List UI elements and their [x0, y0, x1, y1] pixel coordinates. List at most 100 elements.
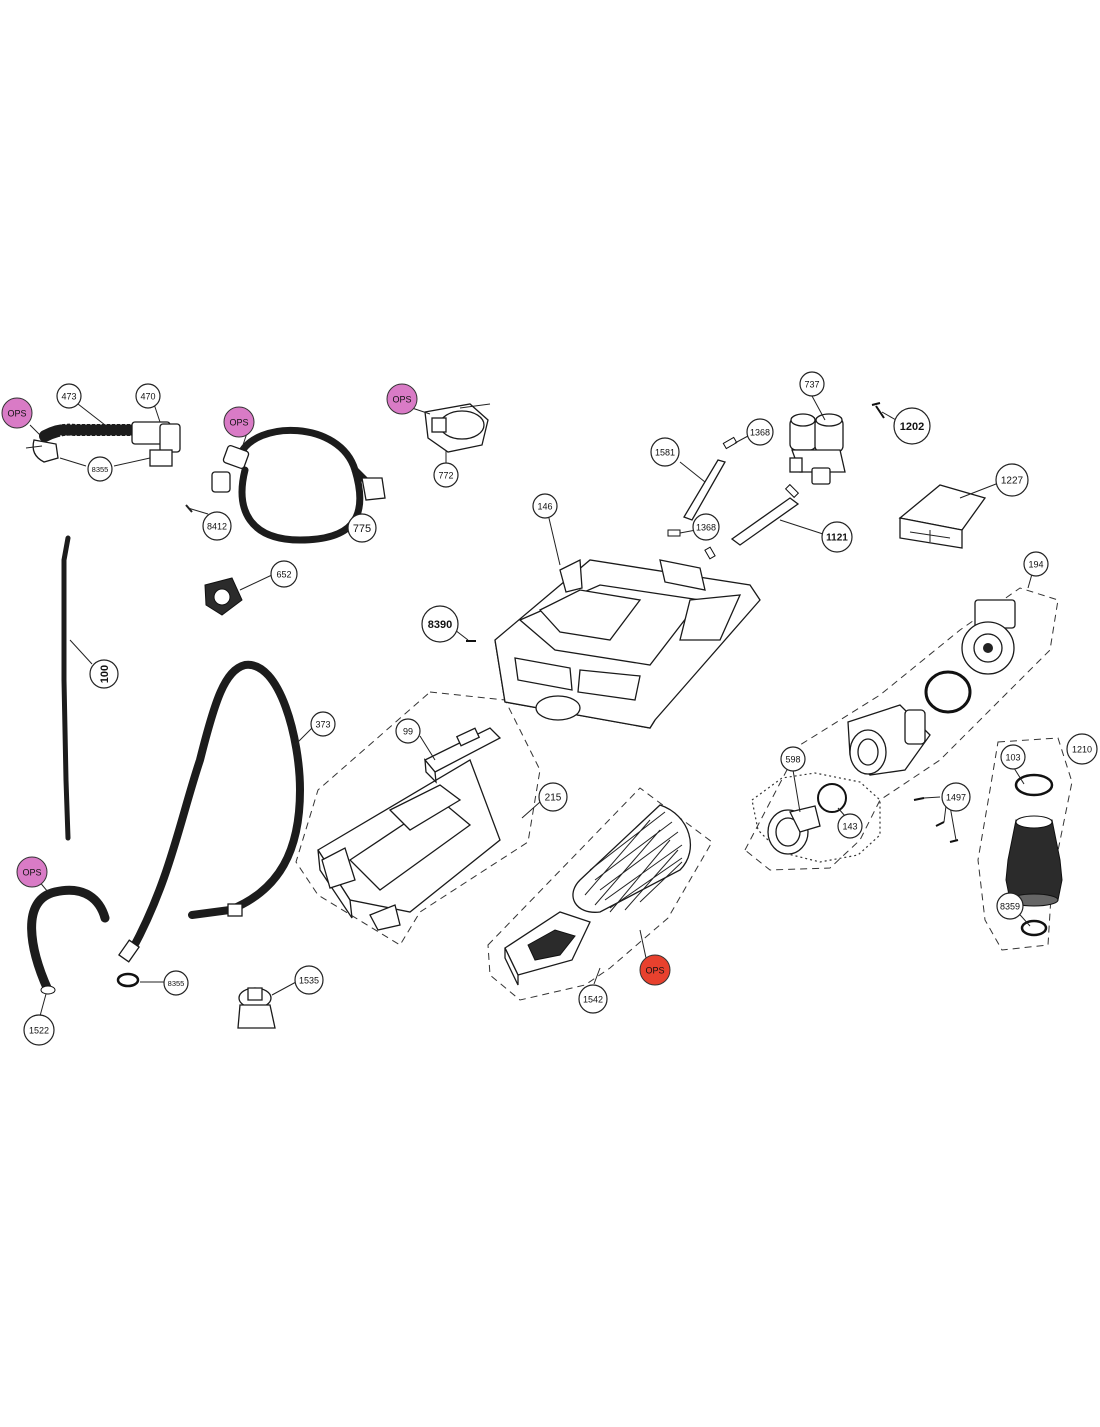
- callout-8355[interactable]: 8355: [87, 456, 113, 482]
- svg-text:1522: 1522: [29, 1026, 49, 1036]
- mesh-filter-part: [572, 804, 691, 913]
- callout-215[interactable]: 215: [538, 782, 568, 812]
- tube-parts: [667, 436, 800, 560]
- svg-text:373: 373: [315, 720, 330, 730]
- ops-badge[interactable]: OPS: [386, 383, 418, 415]
- callout-470[interactable]: 470: [135, 383, 161, 409]
- group-outline-99-215: [295, 691, 541, 946]
- drain-hose-elbow-part: [25, 421, 181, 467]
- svg-text:1581: 1581: [655, 448, 675, 458]
- callout-1210[interactable]: 1210: [1066, 733, 1098, 765]
- callout-1497[interactable]: 1497: [941, 782, 971, 812]
- callout-1581[interactable]: 1581: [650, 437, 680, 467]
- callout-1368[interactable]: 1368: [746, 418, 774, 446]
- callout-1202[interactable]: 1202: [893, 407, 931, 445]
- callout-1535[interactable]: 1535: [294, 965, 324, 995]
- callout-1542[interactable]: 1542: [578, 984, 608, 1014]
- svg-text:103: 103: [1005, 753, 1020, 763]
- screws-1497: [913, 797, 959, 843]
- group-outline-194: [744, 587, 1059, 871]
- clamp-part-8355: [116, 972, 140, 988]
- callout-8390[interactable]: 8390: [421, 605, 459, 643]
- ops-badge[interactable]: OPS: [639, 954, 671, 986]
- filter-part-598: [767, 783, 847, 855]
- bellows-part-1210: [1005, 773, 1063, 937]
- callout-1227[interactable]: 1227: [995, 463, 1029, 497]
- ops-badge-label: OPS: [392, 395, 411, 405]
- svg-text:143: 143: [842, 822, 857, 832]
- ops-badge[interactable]: OPS: [223, 406, 255, 438]
- svg-text:1497: 1497: [946, 793, 966, 803]
- gasket-ring: [924, 670, 972, 714]
- svg-text:100: 100: [99, 665, 111, 683]
- svg-text:1210: 1210: [1072, 745, 1092, 755]
- callout-194[interactable]: 194: [1023, 551, 1049, 577]
- drain-hose-part: [118, 660, 305, 963]
- svg-text:146: 146: [537, 502, 552, 512]
- callout-8359[interactable]: 8359: [996, 892, 1024, 920]
- callout-8355[interactable]: 8355: [163, 970, 189, 996]
- plate-part-1227: [898, 484, 987, 549]
- svg-text:215: 215: [545, 793, 562, 804]
- filter-tray-part: [504, 911, 591, 986]
- drain-pump-part: [847, 599, 1016, 776]
- group-outline-1542: [487, 787, 713, 1001]
- svg-text:1535: 1535: [299, 976, 319, 986]
- svg-text:772: 772: [438, 471, 453, 481]
- callout-146[interactable]: 146: [532, 493, 558, 519]
- clip-part-652: [204, 577, 243, 616]
- svg-text:473: 473: [61, 392, 76, 402]
- callout-373[interactable]: 373: [310, 711, 336, 737]
- screw-1202: [871, 402, 885, 419]
- valve-part-1535: [237, 987, 276, 1029]
- hose-hook-part: [27, 885, 110, 995]
- svg-text:1542: 1542: [583, 995, 603, 1005]
- dispenser-housing-part: [494, 558, 761, 729]
- ops-badge-label: OPS: [645, 966, 664, 976]
- svg-text:8359: 8359: [1000, 902, 1020, 912]
- ops-badge[interactable]: OPS: [16, 856, 48, 888]
- drawer-part-215: [317, 759, 501, 931]
- svg-text:1227: 1227: [1001, 476, 1024, 487]
- svg-text:194: 194: [1028, 560, 1043, 570]
- callout-143[interactable]: 143: [837, 813, 863, 839]
- svg-text:8390: 8390: [428, 619, 452, 631]
- svg-text:8412: 8412: [207, 522, 227, 532]
- ops-badge[interactable]: OPS: [1, 397, 33, 429]
- inlet-valve-part: [789, 413, 846, 485]
- svg-text:1121: 1121: [826, 533, 848, 544]
- drawer-insert-part-99: [423, 727, 502, 784]
- callout-99[interactable]: 99: [395, 718, 421, 744]
- callout-772[interactable]: 772: [433, 462, 459, 488]
- svg-text:652: 652: [276, 570, 291, 580]
- callout-473[interactable]: 473: [56, 383, 82, 409]
- ops-badge-label: OPS: [22, 868, 41, 878]
- callout-598[interactable]: 598: [780, 746, 806, 772]
- ops-badge-label: OPS: [229, 418, 248, 428]
- svg-text:99: 99: [403, 727, 413, 737]
- svg-text:598: 598: [785, 755, 800, 765]
- group-outline-1210: [977, 737, 1073, 951]
- leader-lines: [29, 395, 1033, 1017]
- ops-badge-label: OPS: [7, 409, 26, 419]
- callout-100[interactable]: 100: [89, 659, 119, 689]
- callout-8412[interactable]: 8412: [202, 511, 232, 541]
- svg-text:8355: 8355: [168, 979, 185, 988]
- svg-text:1202: 1202: [900, 421, 924, 433]
- callout-775[interactable]: 775: [347, 513, 377, 543]
- callout-652[interactable]: 652: [270, 560, 298, 588]
- callout-1522[interactable]: 1522: [23, 1014, 55, 1046]
- pressure-switch-part: [424, 403, 491, 453]
- svg-text:1368: 1368: [696, 523, 716, 533]
- callout-1368[interactable]: 1368: [692, 513, 720, 541]
- svg-text:1368: 1368: [750, 428, 770, 438]
- callout-103[interactable]: 103: [1000, 744, 1026, 770]
- callout-1121[interactable]: 1121: [821, 521, 853, 553]
- callout-737[interactable]: 737: [799, 371, 825, 397]
- svg-text:737: 737: [804, 380, 819, 390]
- svg-text:470: 470: [140, 392, 155, 402]
- svg-text:8355: 8355: [92, 465, 109, 474]
- svg-text:775: 775: [353, 523, 371, 535]
